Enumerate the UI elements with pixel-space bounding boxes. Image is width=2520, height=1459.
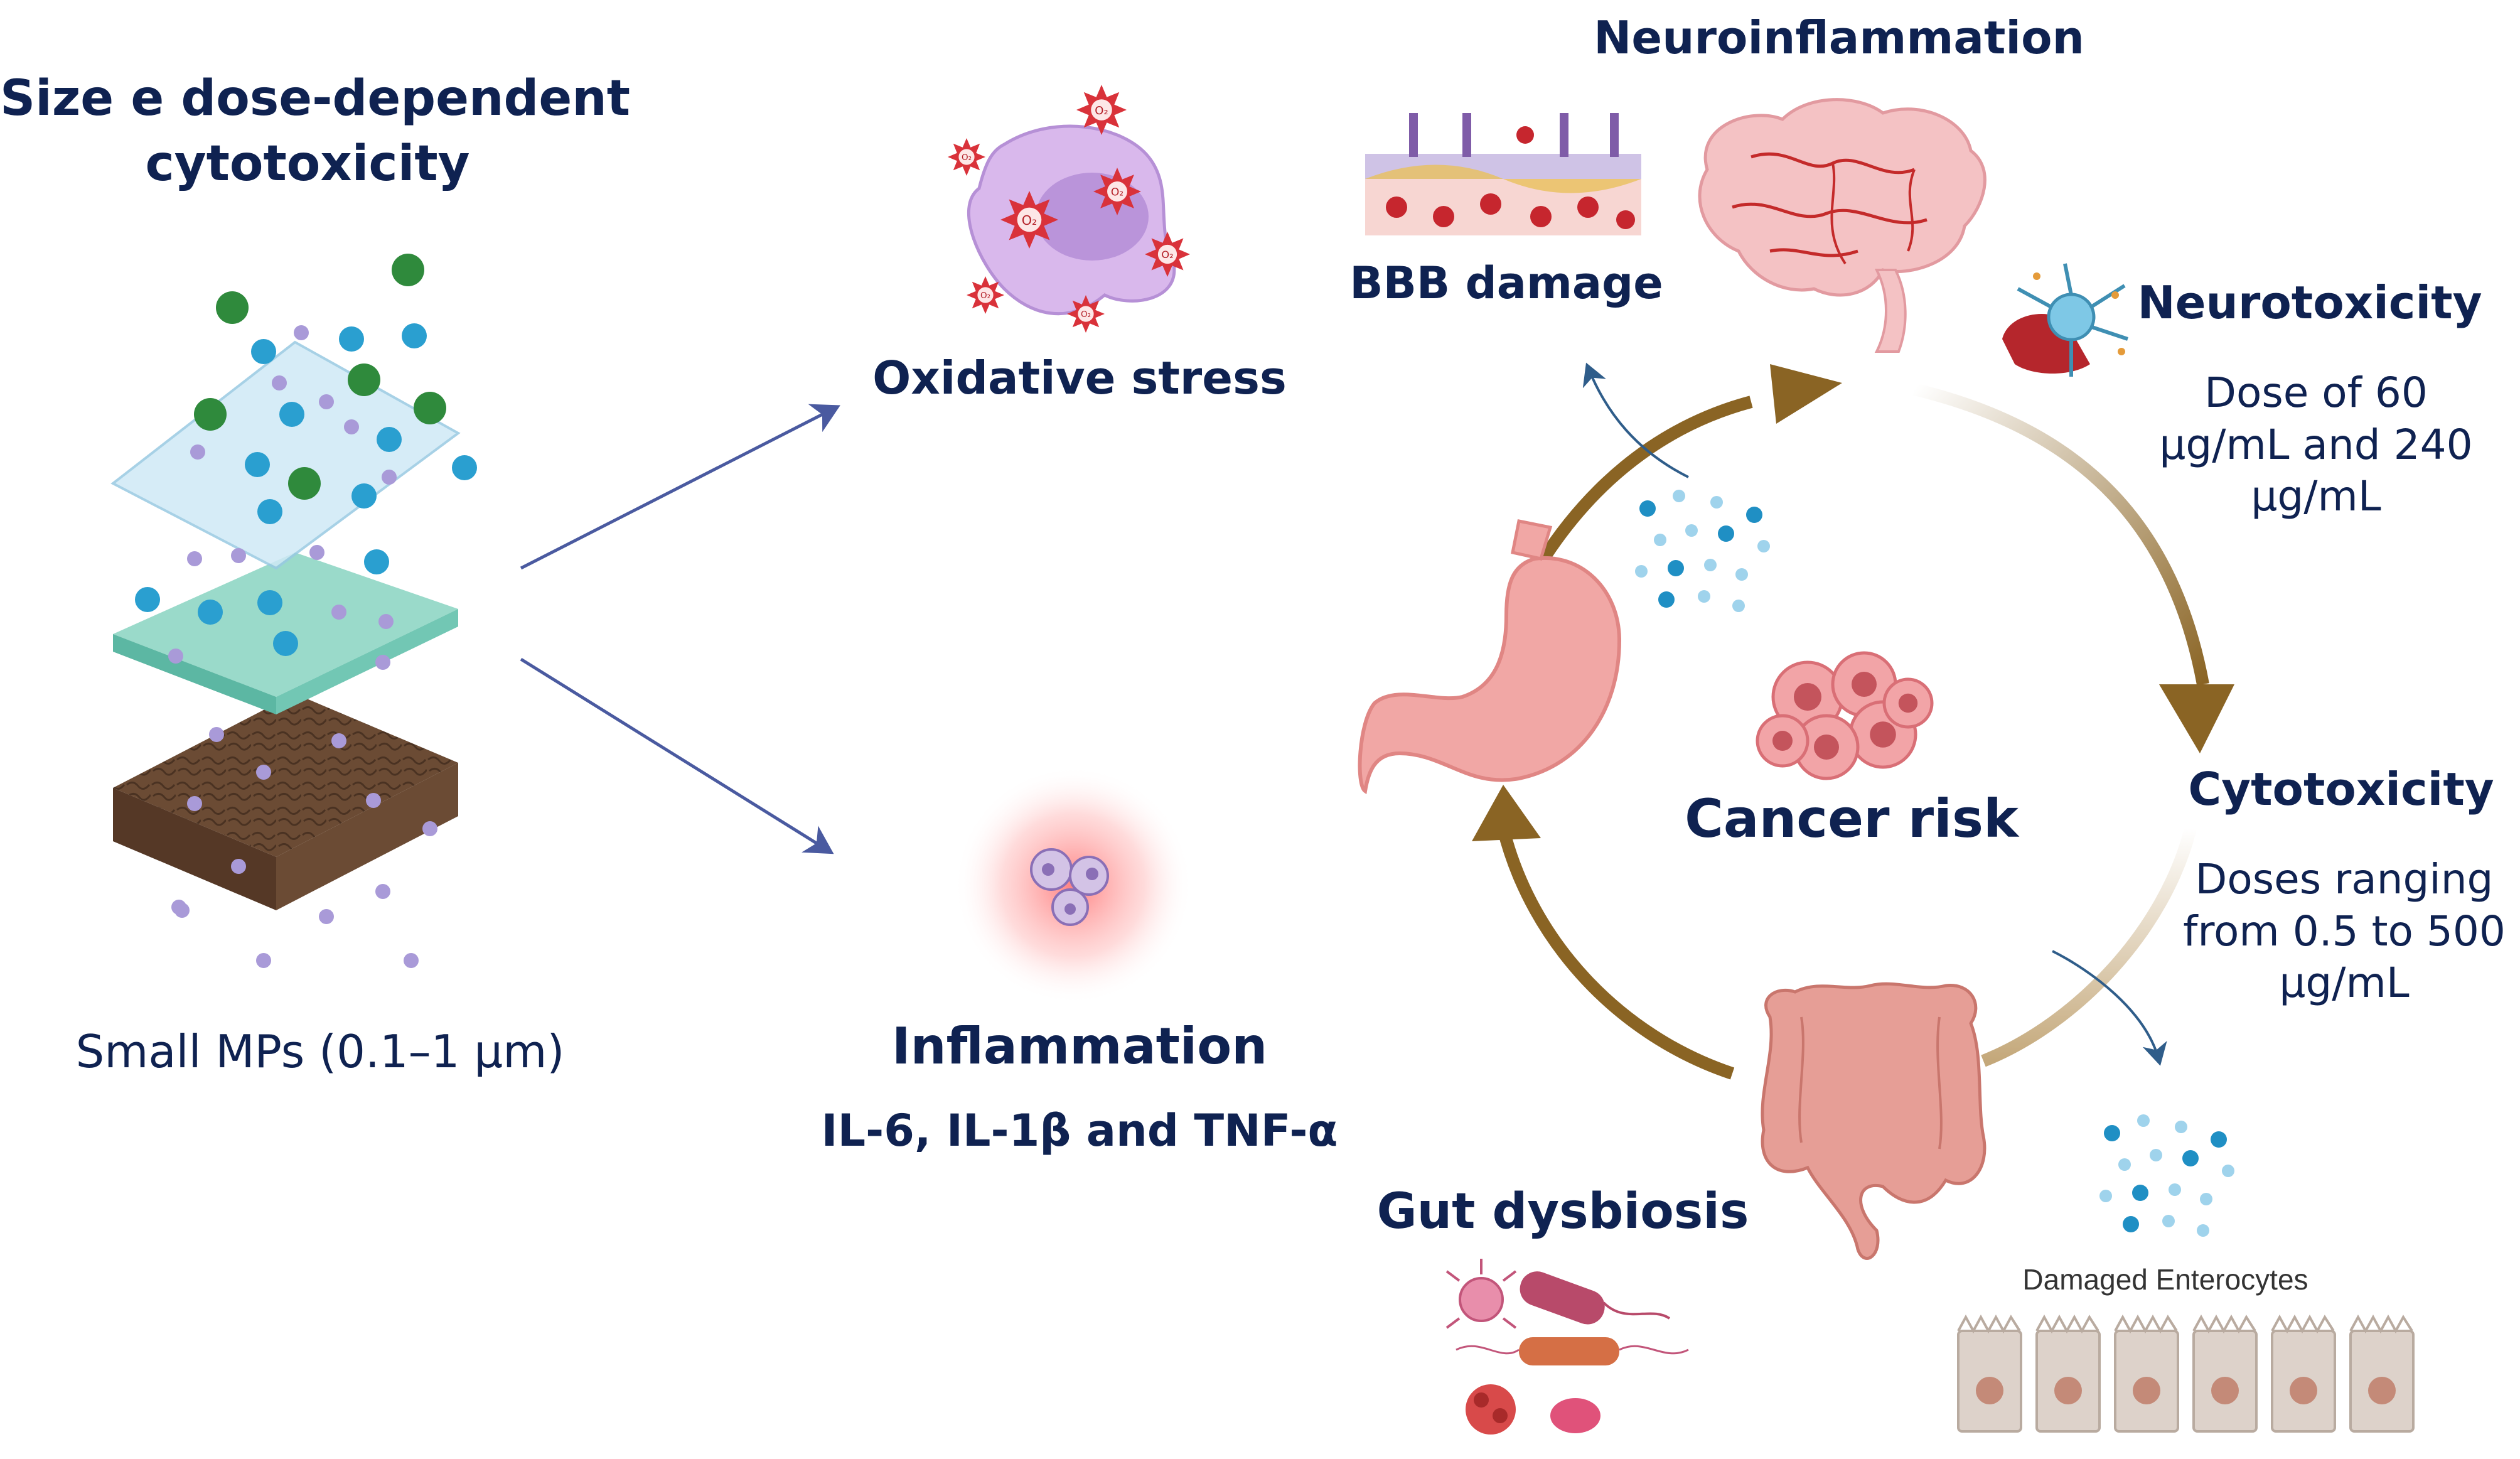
gut-dysbiosis-label: Gut dysbiosis — [1376, 1183, 1749, 1240]
svg-text:O₂: O₂ — [980, 291, 990, 301]
small-particle — [294, 325, 309, 340]
neurotoxicity-dose: Dose of 60 μg/mL and 240 μg/mL — [2128, 367, 2504, 523]
small-particle — [209, 727, 224, 742]
neurotoxicity-label: Neurotoxicity — [2137, 276, 2482, 329]
ros-radical-icon: O₂ — [1067, 295, 1105, 333]
medium-particle — [135, 587, 160, 612]
medium-particle — [257, 499, 282, 524]
small-particle — [187, 796, 202, 811]
medium-particle — [257, 590, 282, 615]
brain-icon — [1698, 98, 1987, 353]
ros-radical-icon: O₂ — [948, 138, 985, 176]
cyto-dose-line-3: μg/mL — [2279, 959, 2410, 1007]
small-particle — [331, 733, 346, 748]
oxidized-cell-icon: O₂ O₂ O₂ O₂ O₂ O₂ O₂ — [948, 85, 1190, 333]
cytotoxicity-dose: Doses ranging from 0.5 to 500 μg/mL — [2172, 854, 2517, 1009]
svg-text:O₂: O₂ — [962, 153, 972, 163]
large-particle — [348, 363, 380, 396]
arrow-to-oxidative — [520, 404, 840, 570]
damaged-enterocytes-label: Damaged Enterocytes — [2022, 1263, 2308, 1296]
tumor-cells-icon — [1756, 651, 1934, 780]
ros-radical-icon: O₂ — [967, 276, 1004, 314]
small-particle — [187, 551, 202, 566]
title: Size e dose-dependent cytotoxicity — [0, 66, 631, 197]
medium-particle — [377, 427, 402, 452]
medium-particle — [339, 326, 364, 352]
small-particle — [344, 419, 359, 434]
title-line-1: Size e dose-dependent — [0, 70, 631, 127]
large-particle — [392, 254, 424, 286]
small-particle — [256, 765, 271, 780]
particle-cluster-upper — [1635, 490, 1770, 612]
medium-particle — [273, 631, 298, 656]
small-particle — [171, 900, 186, 915]
svg-text:O₂: O₂ — [1095, 104, 1108, 117]
ros-radical-icon: O₂ — [1093, 168, 1141, 215]
large-particle — [414, 392, 446, 424]
large-particle — [194, 398, 227, 431]
title-line-2: cytotoxicity — [145, 136, 470, 192]
large-particle — [288, 467, 321, 500]
medium-particle — [351, 483, 377, 509]
neuro-dose-line-3: μg/mL — [2251, 472, 2381, 520]
small-particle — [231, 548, 246, 563]
medium-particle — [402, 323, 427, 348]
arrow-to-inflammation — [520, 657, 834, 854]
layered-membrane-icon — [110, 340, 461, 910]
svg-text:O₂: O₂ — [1111, 186, 1123, 198]
small-particle — [168, 649, 183, 664]
ros-radical-icon: O₂ — [1000, 191, 1058, 249]
neuro-dose-line-2: μg/mL and 240 — [2159, 420, 2473, 469]
small-particle — [382, 470, 397, 485]
cytokine-markers: IL-6, IL-1β and TNF-α — [821, 1105, 1338, 1156]
small-particle — [404, 953, 419, 968]
small-particle — [375, 884, 390, 899]
inflammation-label: Inflammation — [891, 1017, 1268, 1075]
ros-radical-icon: O₂ — [1076, 85, 1127, 135]
inflamed-cells-icon — [954, 766, 1193, 1004]
svg-text:O₂: O₂ — [1022, 213, 1037, 228]
cycle-arrows — [1472, 362, 2234, 1080]
small-particle — [331, 605, 346, 620]
svg-text:O₂: O₂ — [1161, 249, 1173, 261]
small-particle — [256, 953, 271, 968]
neuroinflammation-label: Neuroinflammation — [1594, 11, 2084, 64]
small-particle — [366, 793, 381, 808]
cyto-dose-line-1: Doses ranging — [2195, 855, 2494, 903]
svg-text:O₂: O₂ — [1081, 310, 1091, 320]
small-particle — [272, 375, 287, 390]
stomach-icon — [1358, 519, 1622, 795]
small-particle — [319, 394, 334, 409]
small-particle — [319, 909, 334, 924]
medium-particle — [452, 455, 477, 480]
medium-particle — [198, 600, 223, 625]
medium-particle — [364, 549, 389, 574]
neuro-dose-line-1: Dose of 60 — [2204, 369, 2428, 417]
oxidative-stress-label: Oxidative stress — [872, 352, 1287, 404]
blood-vessel-icon — [1365, 113, 1641, 235]
medium-particle — [251, 339, 276, 364]
cytotoxicity-label: Cytotoxicity — [2188, 763, 2494, 816]
particle-cluster-lower — [2099, 1114, 2234, 1237]
cyto-dose-line-2: from 0.5 to 500 — [2183, 907, 2506, 956]
small-particle — [231, 859, 246, 874]
bbb-damage-label: BBB damage — [1349, 257, 1663, 309]
bacteria-icon — [1445, 1259, 1689, 1435]
particle-cloud-icon — [135, 254, 477, 968]
neuron-icon — [2002, 263, 2128, 377]
medium-particle — [279, 402, 304, 427]
cancer-risk-label: Cancer risk — [1685, 788, 2019, 849]
small-particle — [378, 614, 394, 629]
large-particle — [216, 291, 249, 324]
small-particle — [422, 821, 437, 836]
small-particle — [375, 655, 390, 670]
ros-radical-icon: O₂ — [1145, 232, 1190, 277]
small-particle — [309, 545, 324, 560]
particle-size-caption: Small MPs (0.1–1 μm) — [75, 1025, 565, 1078]
medium-particle — [245, 452, 270, 477]
enterocyte-cells-icon — [1957, 1314, 2415, 1433]
small-particle — [190, 444, 205, 460]
intestine-icon — [1761, 982, 1987, 1260]
